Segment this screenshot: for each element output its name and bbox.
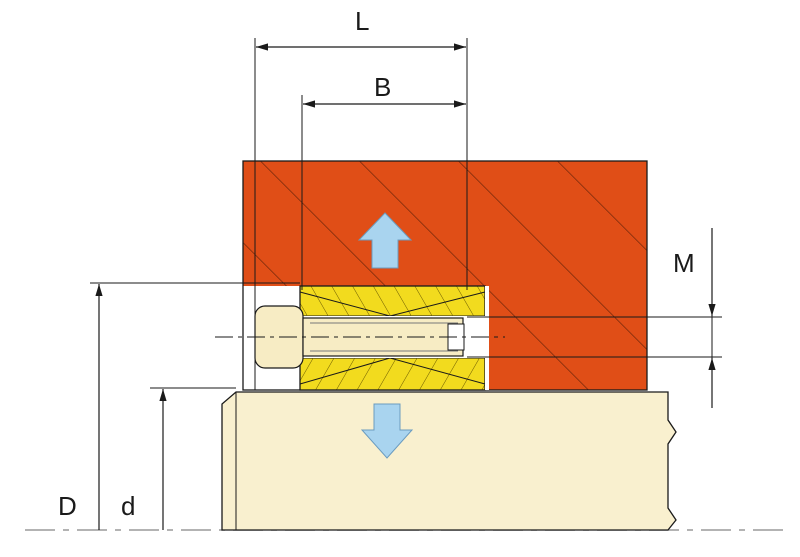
dimension-label-B: B bbox=[374, 72, 391, 102]
dimension-label-M: M bbox=[673, 248, 695, 278]
dimension-label-L: L bbox=[355, 6, 369, 36]
shaft bbox=[221, 391, 677, 531]
dimension-M: M bbox=[673, 228, 716, 408]
dimension-label-d: d bbox=[121, 491, 135, 521]
dimension-d: d bbox=[121, 389, 167, 530]
clamping-screw bbox=[215, 305, 505, 369]
arrow-up-icon bbox=[357, 212, 413, 269]
hub bbox=[242, 160, 648, 391]
arrow-down-icon bbox=[360, 403, 414, 459]
dimension-label-D: D bbox=[58, 491, 77, 521]
dimension-L: L bbox=[256, 6, 466, 51]
extension-lines bbox=[90, 38, 722, 390]
dimension-B: B bbox=[303, 72, 466, 108]
dimension-D: D bbox=[58, 284, 103, 530]
